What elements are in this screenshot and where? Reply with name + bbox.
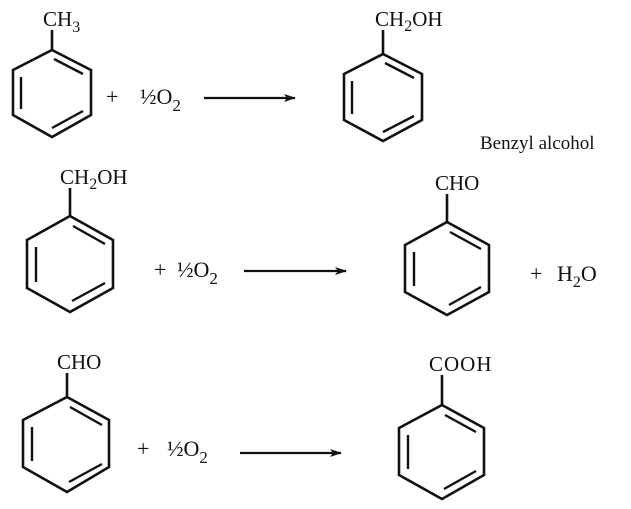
- reaction-1: CH3 + ½O2 CH2OH Benzyl alcohol: [11, 7, 595, 154]
- benzoic-acid-molecule: COOH: [397, 352, 493, 501]
- plus-sign: +: [530, 261, 542, 286]
- benzene-ring: [397, 403, 486, 501]
- benzaldehyde-molecule: CHO: [403, 171, 491, 317]
- substituent-label: COOH: [429, 352, 493, 376]
- benzene-ring: [25, 214, 115, 314]
- benzene-ring: [21, 395, 111, 494]
- product-name-label: Benzyl alcohol: [480, 133, 595, 154]
- benzene-ring: [403, 220, 491, 317]
- reaction-2: CH2OH + ½O2 CHO + H2O: [25, 165, 597, 317]
- plus-sign: +: [106, 84, 118, 109]
- plus-sign: +: [137, 436, 149, 461]
- toluene-molecule: CH3: [11, 7, 93, 139]
- benzyl-alcohol-molecule: CH2OH: [25, 165, 128, 314]
- reaction-3: CHO + ½O2 COOH: [21, 350, 493, 501]
- benzaldehyde-molecule: CHO: [21, 350, 111, 494]
- substituent-label: CHO: [435, 171, 479, 195]
- benzyl-alcohol-molecule: CH2OH: [342, 7, 443, 143]
- substituent-label: CHO: [57, 350, 101, 374]
- benzene-ring: [342, 52, 424, 143]
- oxygen-reagent: ½O2: [140, 84, 181, 115]
- oxygen-reagent: ½O2: [167, 436, 208, 467]
- oxygen-reagent: ½O2: [177, 257, 218, 288]
- benzene-ring: [11, 48, 93, 139]
- substituent-label: CH3: [43, 7, 80, 36]
- plus-sign: +: [154, 257, 166, 282]
- water-byproduct: H2O: [557, 261, 597, 291]
- substituent-label: CH2OH: [60, 165, 128, 193]
- substituent-label: CH2OH: [375, 7, 443, 35]
